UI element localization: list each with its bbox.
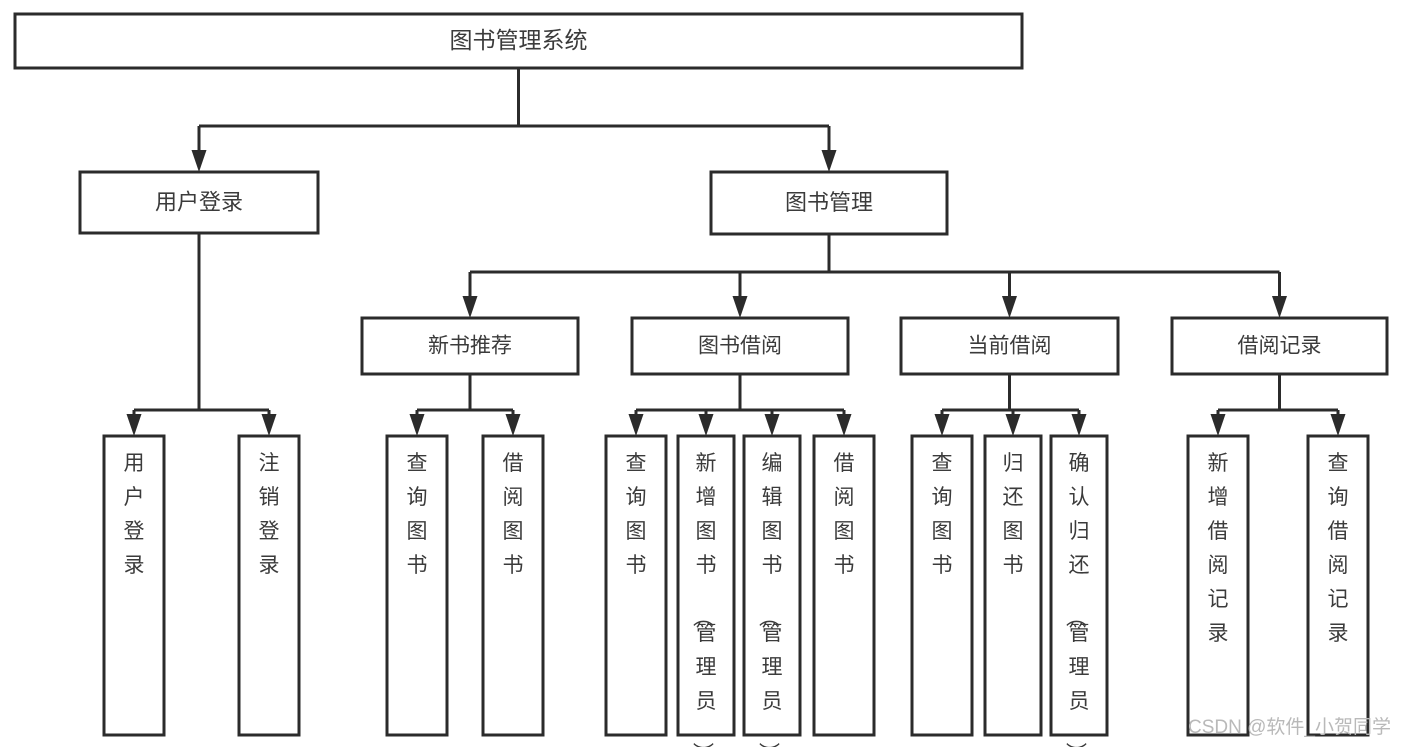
node-box (709, 170, 949, 236)
node-leaf-return-book[interactable]: 归还图书 (983, 434, 1043, 737)
node-leaf-add-record[interactable]: 新增借阅记录 (1186, 434, 1250, 737)
node-box (78, 170, 320, 235)
node-new-book-rec[interactable]: 新书推荐 (360, 316, 580, 376)
arrow-head (126, 414, 142, 436)
node-label: 查询借阅记录 (1328, 452, 1349, 645)
node-label: 新书推荐 (428, 335, 512, 358)
node-label: 查询图书 (626, 452, 647, 577)
node-box (13, 12, 1024, 70)
node-label: 借阅图书 (834, 452, 855, 577)
arrow-head (732, 296, 748, 318)
node-leaf-add-book[interactable]: 新增图书（管理员） (676, 434, 736, 747)
node-box (237, 434, 301, 737)
arrow-head (261, 414, 277, 436)
node-label: 查询图书 (932, 452, 953, 577)
node-label: 新增图书（管理员） (691, 452, 717, 747)
node-box (360, 316, 580, 376)
node-current-borrow[interactable]: 当前借阅 (899, 316, 1120, 376)
node-label: 当前借阅 (968, 335, 1052, 358)
node-label: 编辑图书（管理员） (757, 452, 783, 747)
node-box (102, 434, 166, 737)
node-borrow-record[interactable]: 借阅记录 (1170, 316, 1389, 376)
node-leaf-query-book-3[interactable]: 查询图书 (910, 434, 974, 737)
node-label: 图书管理系统 (450, 27, 588, 53)
node-box (676, 434, 736, 737)
node-book-manage[interactable]: 图书管理 (709, 170, 949, 236)
arrow-head (1005, 414, 1021, 436)
node-box (630, 316, 850, 376)
arrow-head (1330, 414, 1346, 436)
node-box (899, 316, 1120, 376)
node-leaf-query-record[interactable]: 查询借阅记录 (1306, 434, 1370, 737)
arrow-head (505, 414, 521, 436)
arrow-head (462, 296, 478, 318)
node-box (1049, 434, 1109, 737)
node-box (1170, 316, 1389, 376)
arrow-head (764, 414, 780, 436)
node-label: 查询图书 (407, 452, 428, 577)
arrow-head (1210, 414, 1226, 436)
node-box (1186, 434, 1250, 737)
node-leaf-borrow-book-2[interactable]: 借阅图书 (812, 434, 876, 737)
arrow-head (1272, 296, 1287, 318)
arrow-head (934, 414, 950, 436)
connector-layer (126, 68, 1346, 436)
node-label: 注销登录 (259, 452, 280, 577)
node-leaf-logout[interactable]: 注销登录 (237, 434, 301, 737)
node-leaf-query-book-1[interactable]: 查询图书 (385, 434, 449, 737)
node-label: 新增借阅记录 (1208, 452, 1229, 645)
arrow-head (698, 414, 714, 436)
node-leaf-edit-book[interactable]: 编辑图书（管理员） (742, 434, 802, 747)
node-label: 借阅图书 (503, 452, 524, 577)
node-label: 确认归还（管理员） (1064, 452, 1090, 747)
node-box (910, 434, 974, 737)
node-leaf-borrow-book-1[interactable]: 借阅图书 (481, 434, 545, 737)
arrow-head (191, 150, 207, 172)
node-box (812, 434, 876, 737)
arrow-head (836, 414, 852, 436)
arrow-head (409, 414, 425, 436)
node-box (983, 434, 1043, 737)
node-book-borrow[interactable]: 图书借阅 (630, 316, 850, 376)
node-user-login[interactable]: 用户登录 (78, 170, 320, 235)
node-root-system[interactable]: 图书管理系统 (13, 12, 1024, 70)
node-layer: 图书管理系统用户登录图书管理新书推荐图书借阅当前借阅借阅记录用户登录注销登录查询… (13, 12, 1389, 747)
node-box (604, 434, 668, 737)
node-leaf-user-login[interactable]: 用户登录 (102, 434, 166, 737)
node-leaf-confirm-return[interactable]: 确认归还（管理员） (1049, 434, 1109, 747)
arrow-head (628, 414, 644, 436)
arrow-head (821, 150, 837, 172)
node-label: 借阅记录 (1238, 335, 1322, 358)
node-leaf-query-book-2[interactable]: 查询图书 (604, 434, 668, 737)
node-label: 用户登录 (124, 452, 145, 577)
node-box (385, 434, 449, 737)
node-box (742, 434, 802, 737)
node-label: 图书借阅 (698, 335, 782, 358)
node-label: 归还图书 (1003, 452, 1024, 577)
node-box (1306, 434, 1370, 737)
node-label: 图书管理 (785, 190, 873, 215)
node-label: 用户登录 (155, 189, 243, 214)
arrow-head (1002, 296, 1017, 318)
arrow-head (1071, 414, 1087, 436)
node-box (481, 434, 545, 737)
